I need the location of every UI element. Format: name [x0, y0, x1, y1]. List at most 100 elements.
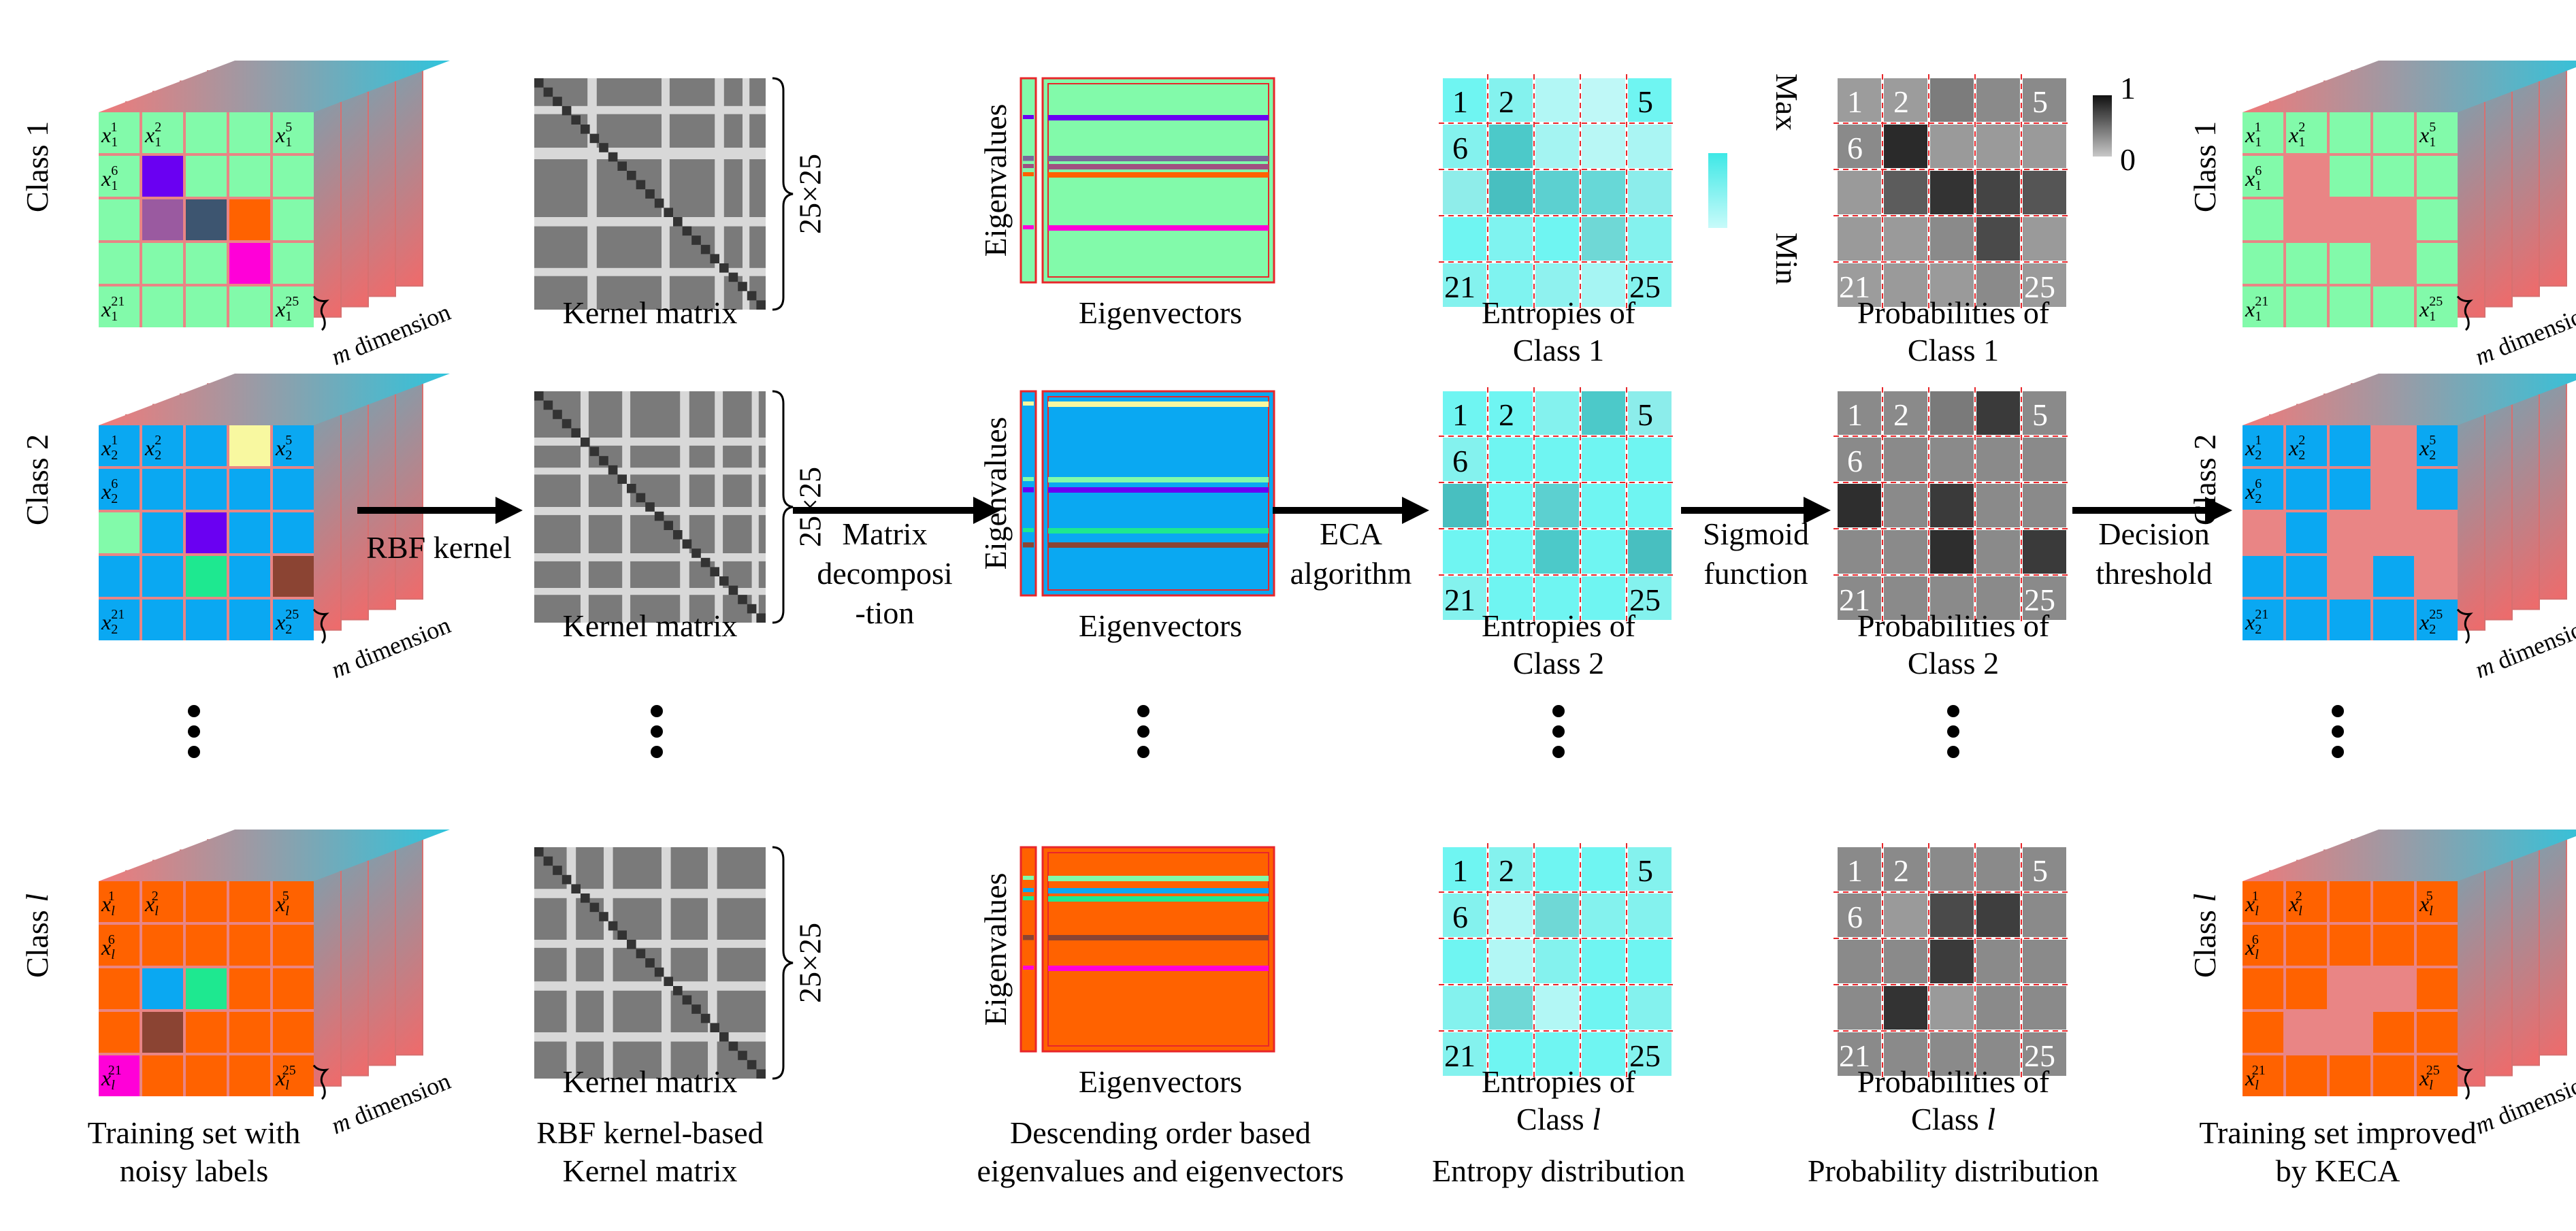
- probability-cell: [1976, 484, 2020, 527]
- kernel-diagonal-cell: [608, 921, 618, 931]
- entropy-cell: [1443, 847, 1486, 891]
- kernel-similarity-band: [534, 467, 766, 475]
- cube-sample-cell: [2373, 600, 2414, 640]
- eigenvalue-band: [1023, 115, 1034, 119]
- entropy-cell: [1489, 217, 1533, 261]
- entropy-cell: [1582, 263, 1625, 307]
- probability-cell: [1976, 171, 2020, 214]
- entropy-cell: [1582, 484, 1625, 527]
- eigenvalue-band: [1023, 876, 1034, 880]
- entropies-class-caption: Class 2: [1513, 646, 1604, 680]
- kernel-diagonal-cell: [700, 1013, 711, 1023]
- probability-cell: [1976, 893, 2020, 937]
- entropy-cell: [1628, 530, 1672, 574]
- cube-sample-cell: [99, 512, 140, 553]
- kernel-diagonal-cell: [599, 912, 608, 921]
- eigenvectors-matrix: [1041, 77, 1275, 284]
- probability-cell: [1930, 847, 1974, 891]
- probability-cell-number: 2: [1893, 84, 1909, 119]
- probability-cell: [2023, 530, 2066, 574]
- sample-label: x12: [2288, 120, 2305, 150]
- sample-label: x11: [2245, 120, 2261, 150]
- eigenvalue-band: [1023, 164, 1034, 168]
- probability-cell: [1884, 125, 1927, 168]
- kernel-diagonal-cell: [636, 493, 646, 503]
- kernel-diagonal-cell: [589, 446, 600, 457]
- probability-cell: [2023, 576, 2066, 620]
- eigenvalue-band: [1023, 966, 1034, 970]
- kernel-matrix-caption: Kernel matrix: [563, 608, 738, 643]
- entropy-cell: [1489, 847, 1533, 891]
- entropy-cell-number: 5: [1637, 84, 1653, 119]
- probability-cell: [1884, 391, 1927, 435]
- probability-cell: [1838, 940, 1881, 983]
- ellipsis-dot: [1552, 725, 1565, 738]
- cube-sample-cell: [229, 881, 270, 922]
- cube-sample-cell: [2243, 968, 2283, 1009]
- kernel-diagonal-cell: [654, 967, 664, 977]
- probability-cell: [1838, 263, 1881, 307]
- arrow-label-eca: algorithm: [1290, 556, 1412, 591]
- cube-sample-cell: [229, 556, 270, 597]
- eigenvectors-caption: Eigenvectors: [1079, 608, 1242, 643]
- entropies-class-caption: Class l: [1516, 1102, 1601, 1136]
- cube-sample-cell: [2330, 925, 2370, 966]
- class-label-improved: Class l: [2187, 893, 2222, 978]
- probability-cell-number: 6: [1847, 131, 1863, 165]
- cube-sample-cell: [99, 556, 140, 597]
- ellipsis-dot: [188, 746, 200, 758]
- arrow-label-sigmoid: Sigmoid: [1703, 516, 1809, 551]
- kernel-similarity-band: [534, 267, 766, 276]
- kernel-diagonal-cell: [627, 484, 636, 493]
- probability-cell: [1884, 893, 1927, 937]
- m-dimension-label: m dimension: [2471, 611, 2576, 683]
- probability-cell: [1976, 391, 2020, 435]
- cube-sample-cell: [273, 1055, 314, 1096]
- kernel-diagonal-cell: [599, 143, 608, 152]
- kernel-similarity-band: [534, 217, 766, 227]
- entropy-cell: [1582, 438, 1625, 481]
- kernel-diagonal-cell: [627, 171, 636, 180]
- entropy-scale-bar: [1708, 153, 1727, 228]
- probability-cell: [1930, 217, 1974, 261]
- cube-sample-cell: [2330, 243, 2370, 284]
- ellipsis-dot: [2332, 725, 2344, 738]
- cube-sample-cell: [142, 881, 183, 922]
- cube-sample-cell: [2373, 156, 2414, 197]
- entropy-cell-number: 1: [1452, 84, 1468, 119]
- entropy-cell: [1535, 847, 1579, 891]
- entropy-cell: [1489, 484, 1533, 527]
- eigenvalue-band: [1023, 477, 1034, 481]
- probability-cell: [1838, 530, 1881, 574]
- kernel-diagonal-cell: [700, 244, 711, 255]
- cube-sample-cell: [2243, 600, 2283, 640]
- kernel-similarity-band: [534, 889, 766, 898]
- probability-cell: [2023, 217, 2066, 261]
- entropy-cell: [1535, 530, 1579, 574]
- cube-sample-cell: [142, 925, 183, 966]
- probability-cell: [2023, 263, 2066, 307]
- probability-cell-number: 1: [1847, 397, 1863, 432]
- entropy-cell-number: 25: [1629, 1038, 1661, 1073]
- cube-sample-cell: [229, 1055, 270, 1096]
- entropy-cell: [1582, 171, 1625, 214]
- arrow-rbf-head: [495, 497, 523, 524]
- cube-sample-cell: [186, 199, 227, 240]
- entropy-cell: [1628, 576, 1672, 620]
- ellipsis-dot: [1137, 705, 1150, 717]
- entropy-cell: [1443, 78, 1486, 122]
- cube-sample-cell: [2286, 600, 2327, 640]
- kernel-diagonal-cell: [617, 930, 627, 940]
- probability-cell: [1884, 484, 1927, 527]
- sample-label: x16: [2245, 163, 2262, 193]
- cube-sample-cell: [2286, 556, 2327, 597]
- kernel-diagonal-cell: [617, 161, 627, 171]
- entropy-cell: [1443, 484, 1486, 527]
- probability-cell: [1930, 171, 1974, 214]
- entropy-cell: [1628, 78, 1672, 122]
- ellipsis-dot: [188, 705, 200, 717]
- kernel-diagonal-cell: [571, 884, 581, 893]
- ellipsis-dot: [188, 725, 200, 738]
- cube-sample-cell: [2330, 425, 2370, 466]
- cube-sample-cell: [2243, 286, 2283, 327]
